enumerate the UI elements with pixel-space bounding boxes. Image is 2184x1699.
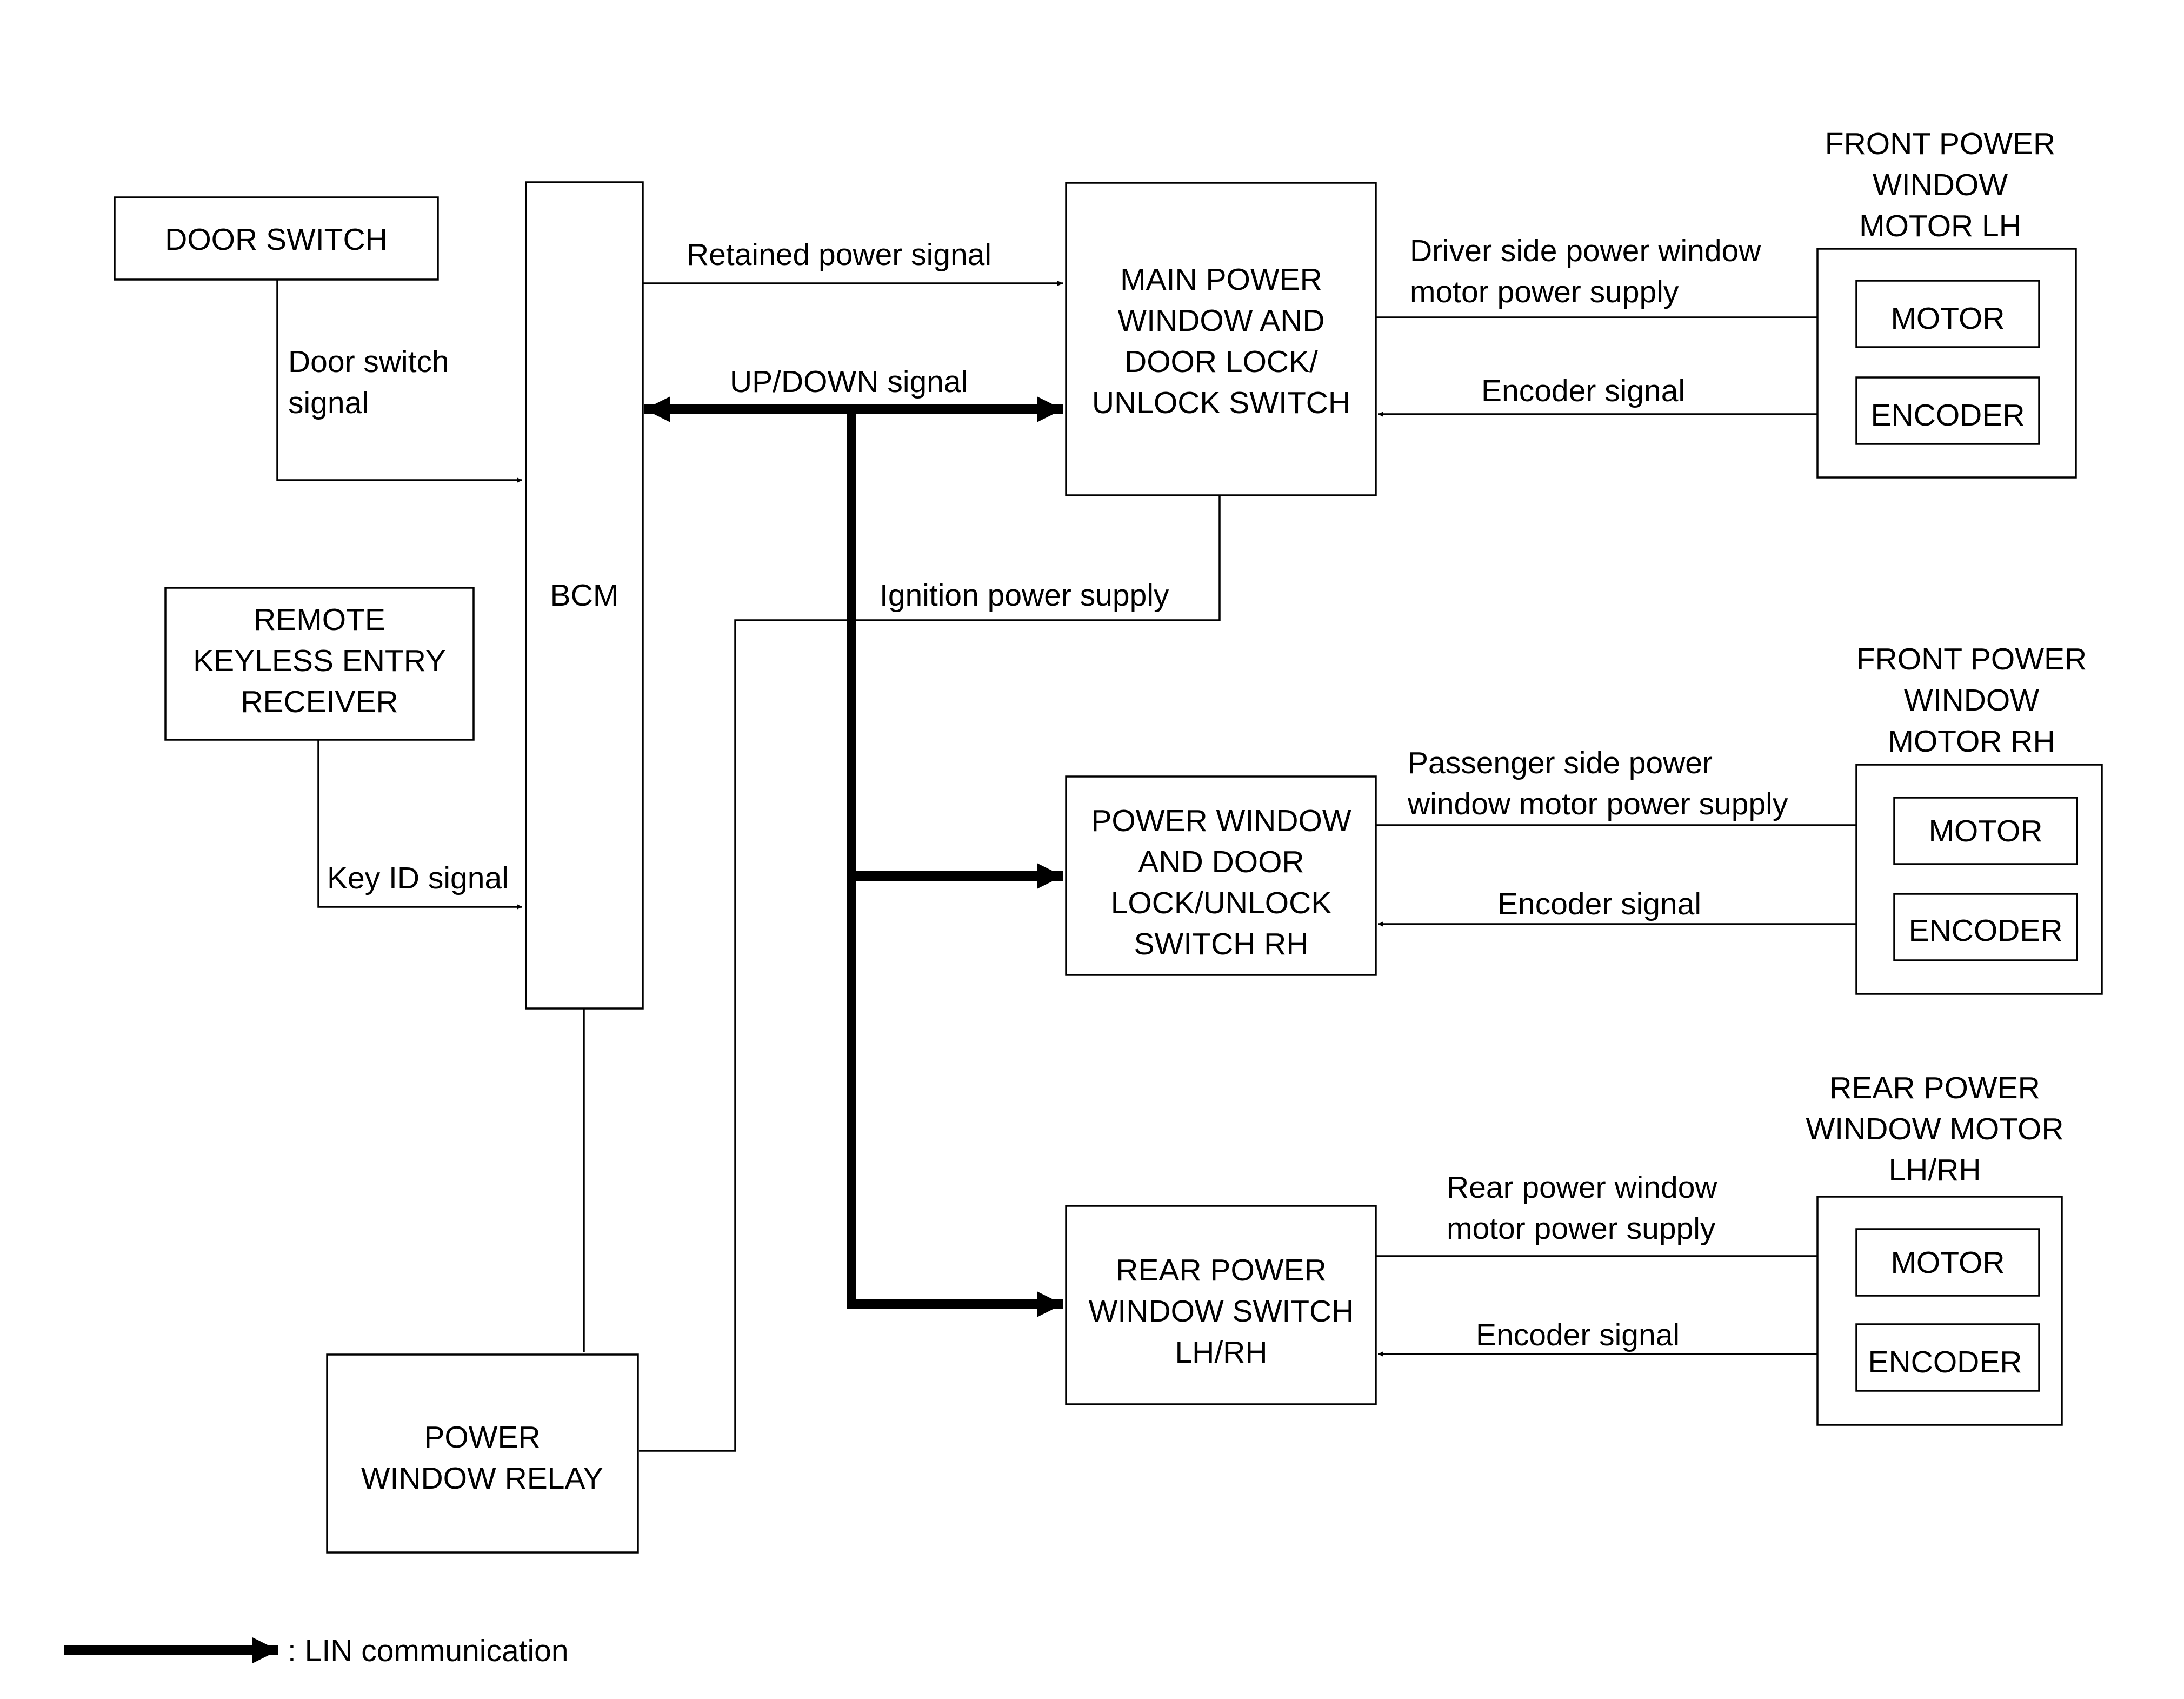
motor-rear-title-line3: LH/RH — [1888, 1153, 1981, 1187]
door-switch-block: DOOR SWITCH — [114, 196, 439, 281]
bcm-label: BCM — [550, 578, 619, 613]
switch-rh-label-line4: SWITCH RH — [1134, 927, 1309, 961]
motor-lh-motor-label: MOTOR — [1890, 301, 2005, 336]
door-switch-wire — [276, 280, 522, 483]
motor-rear-title-line1: REAR POWER — [1829, 1071, 2040, 1105]
motor-lh-motor-box — [1855, 280, 2040, 348]
rear-switch-label-line3: LH/RH — [1175, 1335, 1267, 1370]
legend: : LIN communication — [64, 1634, 569, 1668]
motor-rh-encoder-box — [1893, 893, 2078, 961]
main-switch-label-line2: WINDOW AND — [1117, 303, 1324, 338]
motor-rh-motor-label: MOTOR — [1928, 814, 2042, 848]
motor-rear-title-line2: WINDOW MOTOR — [1806, 1112, 2063, 1146]
legend-lin-label: : LIN communication — [288, 1634, 569, 1668]
motor-rh-motor-box — [1893, 797, 2078, 865]
driver-supply-label-line2: motor power supply — [1410, 275, 1679, 309]
bcm-block: BCM — [525, 181, 644, 1010]
up-down-signal-label: UP/DOWN signal — [730, 364, 968, 399]
rear-encoder-signal-label: Encoder signal — [1476, 1318, 1680, 1352]
rear-switch-label-line1: REAR POWER — [1116, 1253, 1327, 1287]
retained-power-signal-label: Retained power signal — [687, 237, 991, 272]
motor-rh-title-line1: FRONT POWER — [1856, 642, 2087, 676]
motor-lh-encoder-box — [1855, 376, 2040, 445]
remote-keyless-entry-receiver-block: REMOTE KEYLESS ENTRY RECEIVER — [164, 587, 475, 741]
passenger-encoder-signal-label: Encoder signal — [1497, 887, 1701, 921]
main-power-window-switch-block: MAIN POWER WINDOW AND DOOR LOCK/ UNLOCK … — [1065, 182, 1377, 496]
motor-lh-title-line3: MOTOR LH — [1859, 209, 2021, 243]
lin-bus — [644, 396, 1063, 1317]
door-switch-signal-line2: signal — [288, 386, 369, 420]
front-power-window-motor-rh: FRONT POWER WINDOW MOTOR RH MOTOR ENCODE… — [1855, 642, 2103, 995]
main-switch-label-line1: MAIN POWER — [1120, 262, 1322, 297]
motor-rear-encoder-box — [1855, 1323, 2040, 1392]
ignition-power-supply-label: Ignition power supply — [880, 578, 1169, 613]
rear-supply-label-line2: motor power supply — [1447, 1211, 1716, 1246]
power-window-relay-label-line1: POWER — [424, 1420, 540, 1455]
ignition-power-wire — [639, 495, 1221, 1452]
motor-rear-motor-box — [1855, 1228, 2040, 1297]
power-window-switch-rh-block: POWER WINDOW AND DOOR LOCK/UNLOCK SWITCH… — [1065, 775, 1377, 976]
motor-lh-encoder-label: ENCODER — [1870, 398, 2025, 433]
door-switch-signal-line1: Door switch — [288, 344, 449, 379]
main-switch-label-line3: DOOR LOCK/ — [1124, 344, 1318, 379]
remote-keyless-label-line1: REMOTE — [254, 602, 385, 637]
key-id-signal-label: Key ID signal — [327, 861, 509, 895]
motor-rh-title-line2: WINDOW — [1904, 683, 2039, 718]
switch-rh-label-line2: AND DOOR — [1138, 845, 1304, 879]
rear-power-window-switch-block: REAR POWER WINDOW SWITCH LH/RH — [1065, 1205, 1377, 1405]
motor-lh-title-line2: WINDOW — [1873, 168, 2008, 202]
rear-supply-label-line1: Rear power window — [1447, 1170, 1717, 1205]
motor-lh-title-line1: FRONT POWER — [1825, 127, 2055, 161]
switch-rh-label-line3: LOCK/UNLOCK — [1111, 886, 1332, 920]
key-id-wire — [317, 740, 522, 910]
wiring — [276, 280, 1891, 1452]
remote-keyless-label-line3: RECEIVER — [241, 685, 398, 719]
motor-rear-encoder-label: ENCODER — [1868, 1345, 2022, 1379]
power-window-relay-block: POWER WINDOW RELAY — [326, 1353, 639, 1554]
driver-supply-label-line1: Driver side power window — [1410, 234, 1761, 268]
rear-power-window-motor: REAR POWER WINDOW MOTOR LH/RH MOTOR ENCO… — [1806, 1071, 2064, 1426]
power-window-relay-label-line2: WINDOW RELAY — [361, 1461, 604, 1496]
motor-rear-motor-label: MOTOR — [1890, 1245, 2005, 1280]
passenger-supply-label-line2: window motor power supply — [1407, 787, 1788, 821]
remote-keyless-label-line2: KEYLESS ENTRY — [193, 643, 446, 678]
driver-encoder-signal-label: Encoder signal — [1481, 374, 1685, 408]
motor-rh-encoder-label: ENCODER — [1908, 913, 2062, 948]
motor-rh-title-line3: MOTOR RH — [1888, 724, 2055, 759]
main-switch-label-line4: UNLOCK SWITCH — [1092, 386, 1350, 420]
front-power-window-motor-lh: FRONT POWER WINDOW MOTOR LH MOTOR ENCODE… — [1816, 127, 2077, 479]
rear-switch-label-line2: WINDOW SWITCH — [1089, 1294, 1354, 1329]
door-switch-label: DOOR SWITCH — [165, 222, 388, 257]
switch-rh-label-line1: POWER WINDOW — [1091, 804, 1351, 838]
signal-labels: Door switch signal Key ID signal Retaine… — [288, 234, 1788, 1352]
passenger-supply-label-line1: Passenger side power — [1408, 746, 1713, 780]
